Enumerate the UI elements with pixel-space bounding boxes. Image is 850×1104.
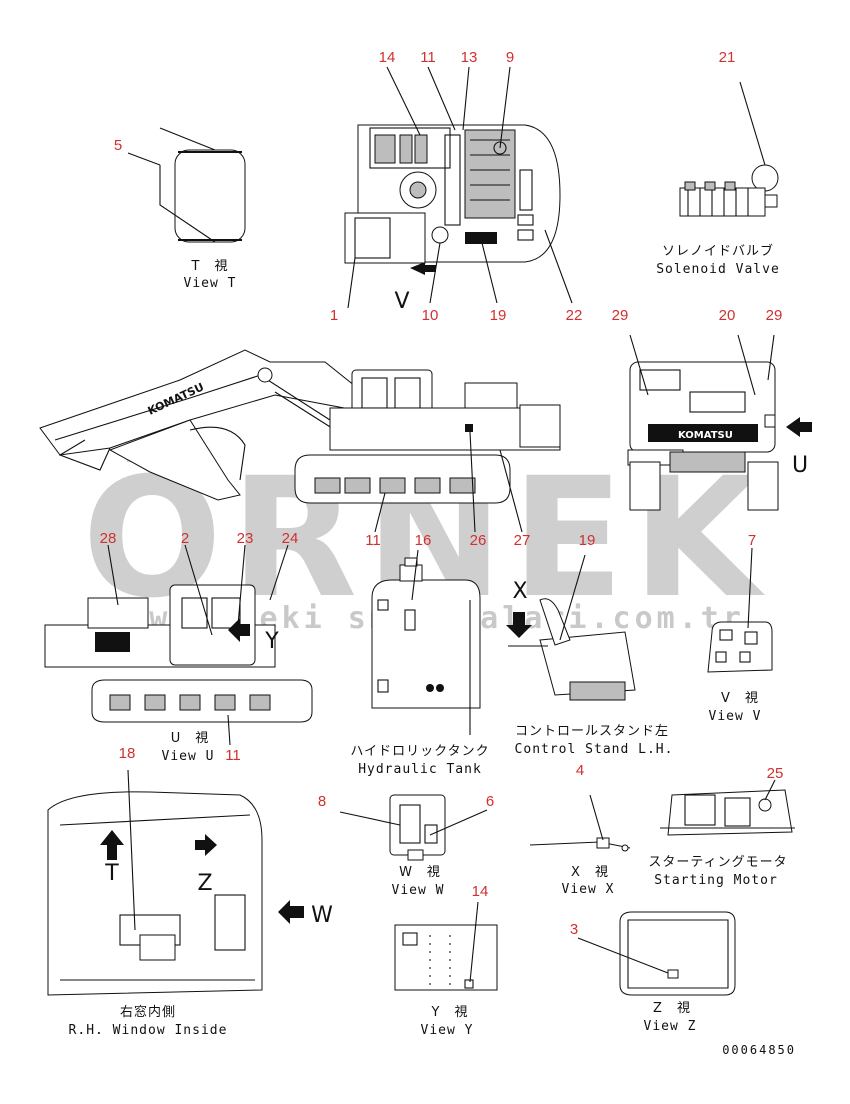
callout-6: 6	[486, 793, 494, 810]
callout-10: 10	[422, 307, 439, 324]
view-w-drawing	[389, 794, 446, 861]
control-stand-jp-label: コントロールスタンド左	[515, 724, 669, 739]
callout-12: 11	[420, 49, 436, 66]
brand-logo-rear: KOMATSU	[678, 430, 733, 441]
callout-numbers: 14 11 13 9 21 5 1 10 19 22 29 20 29 11 2…	[100, 49, 784, 938]
callout-24: 24	[282, 530, 299, 547]
view-labels: T 視 View T V ソレノイドバルブ Solenoid Valve U Y…	[69, 243, 809, 1038]
hydraulic-tank-drawing	[371, 557, 481, 735]
callout-19: 19	[579, 532, 596, 549]
callout-1: 1	[330, 307, 338, 324]
view-z-jp-label: Z 視	[653, 1001, 691, 1016]
top-view-v-mark: V	[394, 289, 409, 314]
callout-15: 14	[379, 49, 396, 66]
view-y-drawing	[394, 924, 498, 991]
machine-rear-view	[627, 361, 812, 511]
window-inside-drawing	[47, 791, 304, 996]
callout-11-u: 11	[225, 747, 241, 764]
callout-11-main: 11	[365, 532, 381, 549]
callout-13: 14	[472, 883, 489, 900]
callout-21: 22	[566, 307, 583, 324]
solenoid-en-label: Solenoid Valve	[656, 262, 780, 277]
side-view-y-mark: Y	[264, 629, 279, 654]
view-x-jp-label: X 視	[571, 865, 609, 880]
view-v-jp-label: V 視	[721, 691, 759, 706]
callout-2: 2	[181, 530, 189, 547]
control-stand-en-label: Control Stand L.H.	[515, 742, 674, 757]
solenoid-jp-label: ソレノイドバルブ	[662, 243, 774, 259]
machine-top-view	[344, 124, 561, 275]
callout-20: 20	[719, 307, 736, 324]
window-jp-label: 右窓内側	[120, 1004, 176, 1020]
callout-17: 19	[490, 307, 507, 324]
starting-motor-en-label: Starting Motor	[654, 873, 778, 888]
callout-27: 27	[514, 532, 531, 549]
view-v-drawing	[707, 621, 773, 673]
callout-5: 5	[114, 137, 122, 154]
view-x-drawing	[529, 837, 631, 852]
view-y-en-label: View Y	[421, 1023, 474, 1038]
callout-16: 16	[415, 532, 432, 549]
callout-25: 25	[767, 765, 784, 782]
view-t-en-label: View T	[184, 276, 237, 291]
callout-26: 26	[470, 532, 487, 549]
view-t-jp-label: T 視	[191, 259, 229, 274]
view-v-en-label: View V	[709, 709, 762, 724]
control-stand-x-mark: X	[512, 579, 527, 604]
callout-29-left: 29	[612, 307, 629, 324]
view-w-en-label: View W	[392, 883, 445, 898]
callout-8: 8	[318, 793, 326, 810]
callout-23: 23	[237, 530, 254, 547]
callout-14: 13	[461, 49, 478, 66]
callout-9: 9	[506, 49, 514, 66]
view-x-en-label: View X	[562, 882, 615, 897]
starting-motor-drawing	[660, 789, 795, 836]
rear-view-u-mark: U	[792, 453, 808, 478]
window-z-mark: Z	[197, 871, 212, 896]
view-u-en-label: View U	[162, 749, 215, 764]
callout-22: 21	[719, 49, 736, 66]
solenoid-valve-drawing	[679, 81, 779, 217]
callout-4: 4	[576, 762, 584, 779]
callout-7: 7	[748, 532, 756, 549]
hydraulic-tank-en-label: Hydraulic Tank	[358, 762, 482, 777]
view-t-drawing	[159, 127, 246, 243]
drawing-code: 00064850	[722, 1043, 796, 1057]
callout-3: 3	[570, 921, 578, 938]
view-z-en-label: View Z	[644, 1019, 697, 1034]
side-view-u	[44, 584, 313, 723]
view-y-jp-label: Y 視	[431, 1005, 469, 1020]
window-t-mark: T	[104, 861, 119, 886]
callout-28: 28	[100, 530, 117, 547]
view-u-jp-label: U 視	[171, 731, 210, 746]
window-w-mark: W	[311, 903, 333, 928]
window-en-label: R.H. Window Inside	[69, 1023, 228, 1038]
starting-motor-jp-label: スターティングモータ	[648, 855, 787, 870]
excavator-side-view: KOMATSU	[39, 349, 561, 504]
view-z-drawing	[619, 911, 736, 996]
view-w-jp-label: W 視	[399, 865, 441, 880]
top-view-leaders	[347, 66, 573, 309]
callout-18: 18	[119, 745, 136, 762]
callout-29-right: 29	[766, 307, 783, 324]
hydraulic-tank-jp-label: ハイドロリックタンク	[350, 744, 489, 759]
